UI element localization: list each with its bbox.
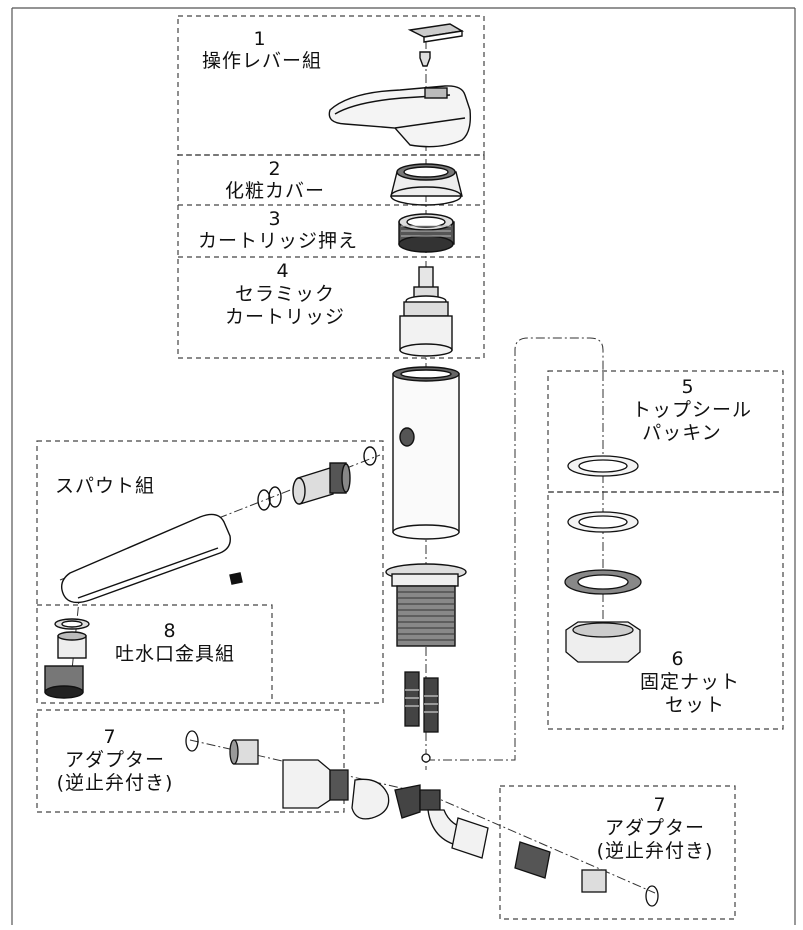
adapter-right <box>419 789 659 907</box>
operating-lever-assembly <box>328 23 472 148</box>
fixing-nut-set <box>564 511 642 663</box>
spout-o-ring-right <box>363 446 377 466</box>
part-3-number: 3 <box>268 208 282 230</box>
part-2-number: 2 <box>268 158 282 180</box>
box-part-7-left <box>36 709 345 813</box>
box-part-5 <box>547 370 784 493</box>
part-7-right-name-line1: アダプター <box>604 817 705 839</box>
outer-frame <box>11 7 796 925</box>
part-2-name: 化粧カバー <box>224 180 325 202</box>
part-7-right-name-line2: (逆止弁付き) <box>596 840 714 862</box>
adapter-left <box>185 730 421 820</box>
part-7-left-number: 7 <box>103 726 117 748</box>
leader-line-part-5-6 <box>426 337 604 761</box>
part-8-number: 8 <box>163 620 177 642</box>
part-6-number: 6 <box>671 648 685 670</box>
lever-screw <box>419 51 431 67</box>
part-7-right-number: 7 <box>653 794 667 816</box>
part-4-number: 4 <box>276 260 290 282</box>
decorative-cover <box>390 163 463 206</box>
threaded-shank <box>385 563 467 647</box>
box-part-8 <box>37 604 273 703</box>
spout-body <box>60 513 231 604</box>
cartridge-holder <box>398 213 455 253</box>
part-6-name-line2: セット <box>664 694 725 716</box>
spout-assembly <box>60 446 377 604</box>
spout-connector <box>292 462 351 505</box>
part-8-name: 吐水口金具組 <box>114 643 235 665</box>
box-spout-group <box>36 440 384 704</box>
spout-set-screw <box>229 572 243 585</box>
supply-hoses <box>404 671 439 763</box>
faucet-body <box>392 366 460 540</box>
part-4-name-line2: カートリッジ <box>224 306 345 328</box>
spout-group-label: スパウト組 <box>55 475 156 497</box>
part-3-name: カートリッジ押え <box>197 230 358 252</box>
part-7-left-name-line1: アダプター <box>64 749 165 771</box>
aerator-assembly <box>44 618 90 699</box>
box-part-6 <box>547 491 784 730</box>
part-5-name-line2: パッキン <box>642 422 722 444</box>
box-part-7-right <box>499 785 736 920</box>
part-5-number: 5 <box>681 376 695 398</box>
part-6-name-line1: 固定ナット <box>639 671 740 693</box>
top-seal-packing <box>567 455 639 477</box>
part-1-name: 操作レバー組 <box>201 50 322 72</box>
part-1-number: 1 <box>253 28 267 50</box>
lever-body <box>328 85 472 148</box>
part-7-left-name-line2: (逆止弁付き) <box>56 772 174 794</box>
part-4-name-line1: セラミック <box>234 283 335 305</box>
box-part-2-to-4 <box>177 154 485 359</box>
part-5-name-line1: トップシール <box>631 399 752 421</box>
spout-o-rings <box>257 486 282 511</box>
ceramic-cartridge <box>399 266 453 357</box>
